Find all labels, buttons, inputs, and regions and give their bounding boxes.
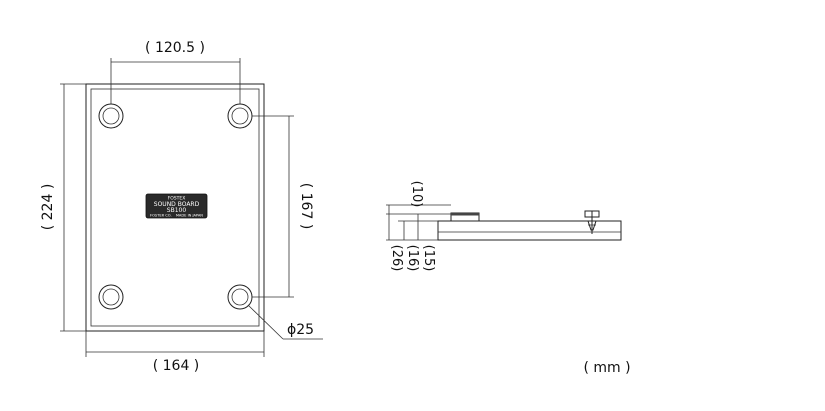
badge-line2: SB100 (167, 207, 187, 214)
badge-footer-right: MADE IN JAPAN (176, 214, 203, 218)
hole-bottom-left (98, 284, 124, 310)
dimension-top-width: ( 120.5 ) (110, 40, 241, 104)
board-inner-outline (90, 88, 260, 327)
dim-label-bottom-width: ( 164 ) (153, 358, 200, 374)
dim-label-left-height: ( 224 ) (40, 184, 56, 231)
board-outline (85, 83, 265, 332)
name-badge: FOSTEX SOUND BOARD SB100 FOSTER CO. MADE… (145, 193, 208, 219)
top-view: FOSTEX SOUND BOARD SB100 FOSTER CO. MADE… (40, 40, 323, 374)
dim-label-side-total: (26) (389, 245, 404, 272)
hole-top-left (98, 103, 124, 129)
dim-label-side-base: (15) (421, 245, 436, 272)
dimension-bottom-width: ( 164 ) (85, 331, 265, 374)
badge-line1: SOUND BOARD (154, 201, 200, 208)
dimension-left-height: ( 224 ) (40, 83, 86, 332)
dimension-hole-diameter: ϕ25 (247, 304, 323, 340)
dim-label-side-top: (10) (409, 181, 424, 208)
dim-label-top-width: ( 120.5 ) (145, 40, 205, 56)
badge-brand: FOSTEX (168, 196, 186, 202)
unit-label: ( mm ) (583, 360, 630, 376)
dim-label-side-mid: (16) (405, 245, 420, 272)
side-spike (584, 210, 600, 234)
badge-footer-left: FOSTER CO. (150, 214, 172, 218)
hole-top-right (227, 103, 253, 129)
side-board (437, 220, 622, 241)
dim-label-right-height: ( 167 ) (298, 183, 314, 230)
dim-label-hole-diameter: ϕ25 (287, 322, 314, 338)
dimension-right-height: ( 167 ) (252, 115, 314, 298)
side-view: (10) (26) (16) (15) (386, 181, 622, 272)
